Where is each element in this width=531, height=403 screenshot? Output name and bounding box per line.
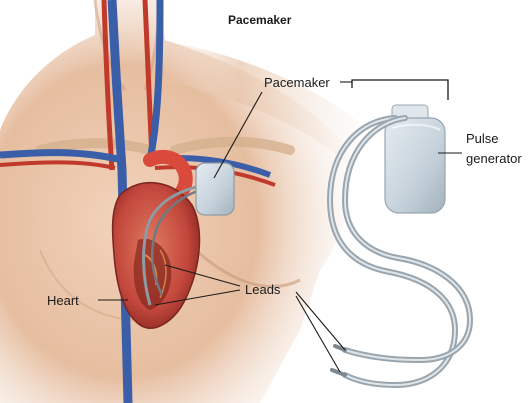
pacemaker-label: Pacemaker (264, 75, 330, 90)
pulse-generator-label-line2: generator (466, 151, 522, 166)
heart-label: Heart (47, 293, 79, 308)
pacemaker-bracket (352, 80, 448, 100)
diagram-title: Pacemaker (228, 13, 292, 27)
implanted-pacemaker (196, 163, 234, 215)
pulse-generator-label-line1: Pulse (466, 131, 499, 146)
leads-label: Leads (245, 282, 281, 297)
